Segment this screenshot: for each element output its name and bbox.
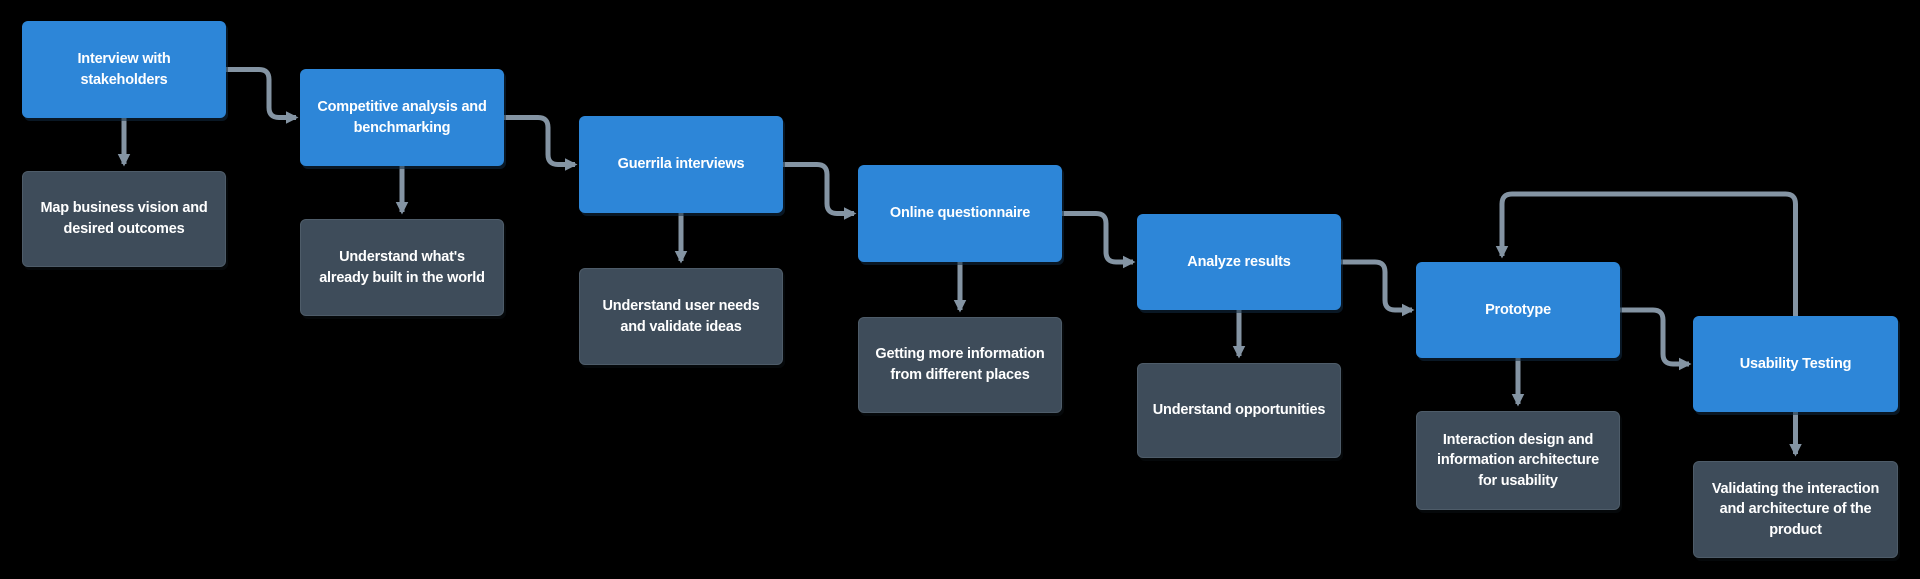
connector-step-prototype-to-usability-testing [1620,307,1692,371]
flow-node-understand-user-needs: Understand user needs and validate ideas [579,268,783,365]
flow-node-prototype: Prototype [1416,262,1620,358]
flow-node-label: Usability Testing [1739,355,1852,372]
connector-step-analyze-results-to-prototype [1341,259,1415,317]
flow-node-interaction-design: Interaction design and information archi… [1416,411,1620,510]
flow-node-guerrila-interviews: Guerrila interviews [579,116,783,213]
flow-node-label: Interview with stakeholders [77,50,171,88]
connector-step-online-questionnaire-to-analyze-results [1062,211,1136,269]
flow-node-label: Prototype [1485,301,1551,318]
connector-step-interview-with-stakeholders-to-competitive-analysis [226,67,299,124]
flow-node-label: Understand user needs and validate ideas [602,297,760,335]
flow-node-interview-with-stakeholders: Interview with stakeholders [22,21,226,118]
flow-node-label: Online questionnaire [889,205,1031,222]
flow-node-label: Interaction design and information archi… [1437,431,1599,489]
flow-node-label: Validating the interaction and architect… [1711,480,1880,538]
flow-node-label: Analyze results [1187,253,1291,270]
flow-node-label: Understand opportunities [1152,402,1326,419]
flow-node-understand-opportunities: Understand opportunities [1137,363,1341,458]
flow-node-online-questionnaire: Online questionnaire [858,165,1062,262]
flow-node-usability-testing: Usability Testing [1693,316,1898,412]
flow-node-competitive-analysis: Competitive analysis and benchmarking [300,69,504,166]
flow-node-understand-whats-built: Understand what's already built in the w… [300,219,504,316]
flow-node-label: Competitive analysis and benchmarking [317,98,487,136]
flow-node-label: Guerrila interviews [617,156,745,173]
connector-step-competitive-analysis-to-guerrila-interviews [504,115,578,171]
flow-node-label: Getting more information from different … [875,346,1045,383]
flow-node-getting-more-information: Getting more information from different … [858,317,1062,413]
flow-node-label: Understand what's already built in the w… [319,248,485,286]
flow-node-analyze-results: Analyze results [1137,214,1341,310]
flow-node-map-business-vision: Map business vision and desired outcomes [22,171,226,267]
connector-step-guerrila-interviews-to-online-questionnaire [783,162,857,220]
flow-node-validating-interaction: Validating the interaction and architect… [1693,461,1898,558]
flow-node-label: Map business vision and desired outcomes [40,200,208,237]
